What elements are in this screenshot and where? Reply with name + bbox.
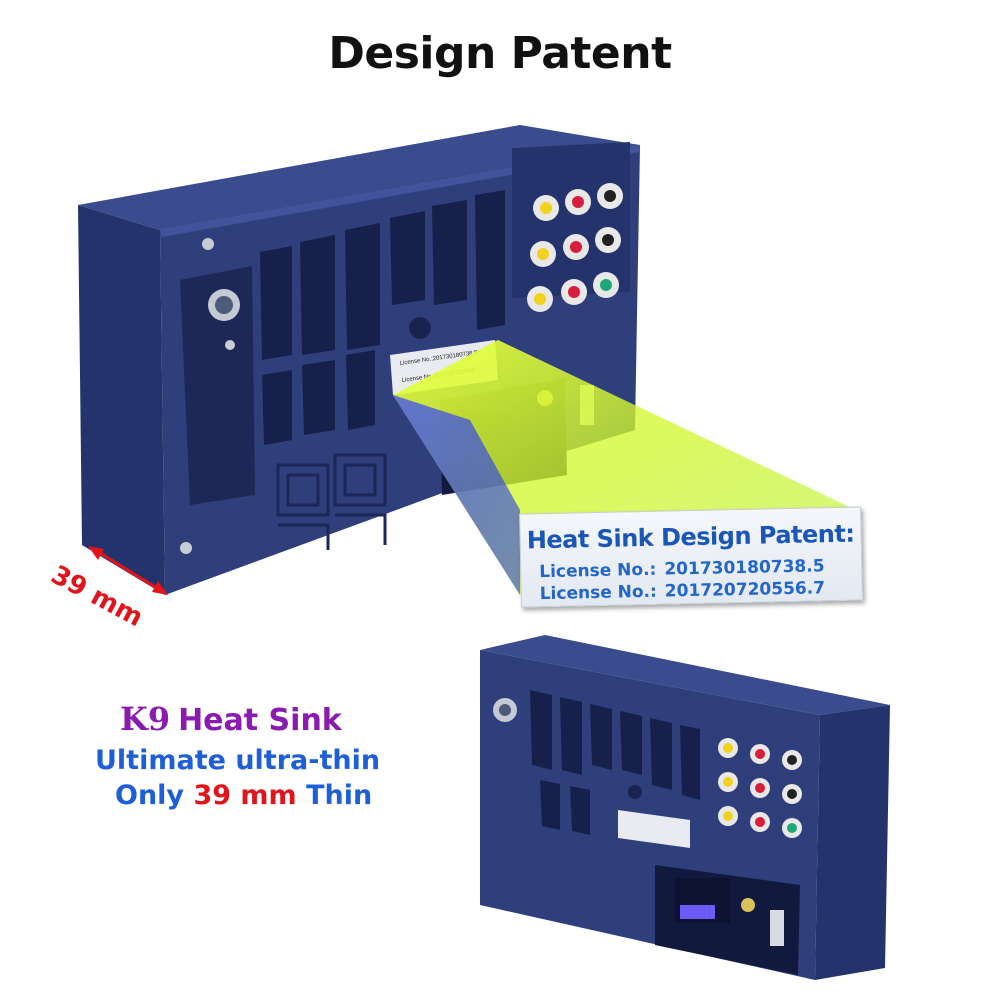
tagline-1: Ultimate ultra-thin	[95, 745, 381, 776]
screw-icon	[180, 542, 192, 554]
highlight-beam-shadow	[393, 395, 520, 595]
mount-hole-icon	[409, 317, 431, 339]
license-row: License No.:201720720556.7	[540, 578, 826, 604]
small-license-sticker	[618, 810, 690, 848]
gps-connector	[180, 266, 255, 505]
feature-name: Heat Sink	[178, 703, 342, 738]
large-device: License No.:201730180738.5 License No.:2…	[78, 125, 640, 595]
license-label: License No.:	[539, 559, 657, 583]
connector-area-small	[655, 865, 800, 975]
patent-card-title: Heat Sink Design Patent:	[526, 519, 855, 555]
brand-label: K9	[120, 700, 171, 738]
patent-callout-card: Heat Sink Design Patent: License No.:201…	[519, 506, 863, 608]
rca-jack-icon	[527, 183, 623, 312]
license-value: 201730180738.5	[664, 556, 825, 580]
usb-port-icon	[770, 910, 784, 946]
screw-icon	[202, 238, 214, 250]
license-label: License No.:	[539, 581, 658, 605]
small-device	[480, 635, 890, 980]
mount-hole-icon	[628, 785, 642, 799]
heat-sink-fins	[260, 190, 505, 445]
rca-jack-icon	[718, 738, 802, 838]
page-title: Design Patent	[328, 28, 672, 79]
license-value: 201720720556.7	[664, 578, 826, 602]
heat-sink-fins-small	[530, 690, 700, 835]
tagline-suffix: Thin	[306, 780, 373, 811]
rca-jack-panel	[512, 141, 630, 312]
maze-pattern	[276, 453, 387, 550]
tagline-2: Only 39 mm Thin	[115, 780, 372, 811]
dimension-arrow	[88, 546, 168, 595]
tagline-prefix: Only	[115, 780, 185, 811]
tagline-value: 39 mm	[193, 780, 297, 811]
